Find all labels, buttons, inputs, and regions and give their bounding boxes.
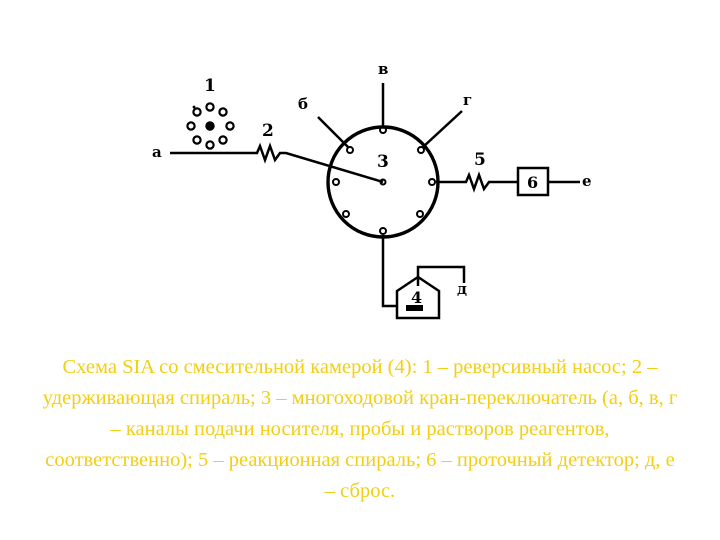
reaction-coil-number-label: 5 <box>474 150 486 170</box>
holding-coil-number-label: 2 <box>262 121 274 141</box>
waste-d-label: д <box>457 280 467 298</box>
pump-number-label: 1 <box>204 76 216 96</box>
channel-g-label: г <box>463 91 472 109</box>
inlet-a-label: а <box>152 143 162 161</box>
reaction-coil <box>436 171 518 193</box>
sia-scheme-diagram: 1 а 2 3 в б г 5 6 е 4 <box>152 60 592 320</box>
figure-caption: Схема SIA со смесительной камерой (4): 1… <box>42 356 678 502</box>
waste-e-label: е <box>582 172 592 190</box>
mixing-chamber <box>381 235 466 320</box>
chamber-number-label: 4 <box>411 288 422 307</box>
channel-v-label: в <box>378 60 388 78</box>
channel-b-label: б <box>298 95 308 113</box>
detector-number-label: 6 <box>527 173 538 192</box>
flow-detector <box>516 166 580 197</box>
holding-coil <box>253 142 384 184</box>
reversible-pump <box>186 102 235 150</box>
valve-number-label: 3 <box>377 152 389 172</box>
channel-lines <box>317 83 463 148</box>
